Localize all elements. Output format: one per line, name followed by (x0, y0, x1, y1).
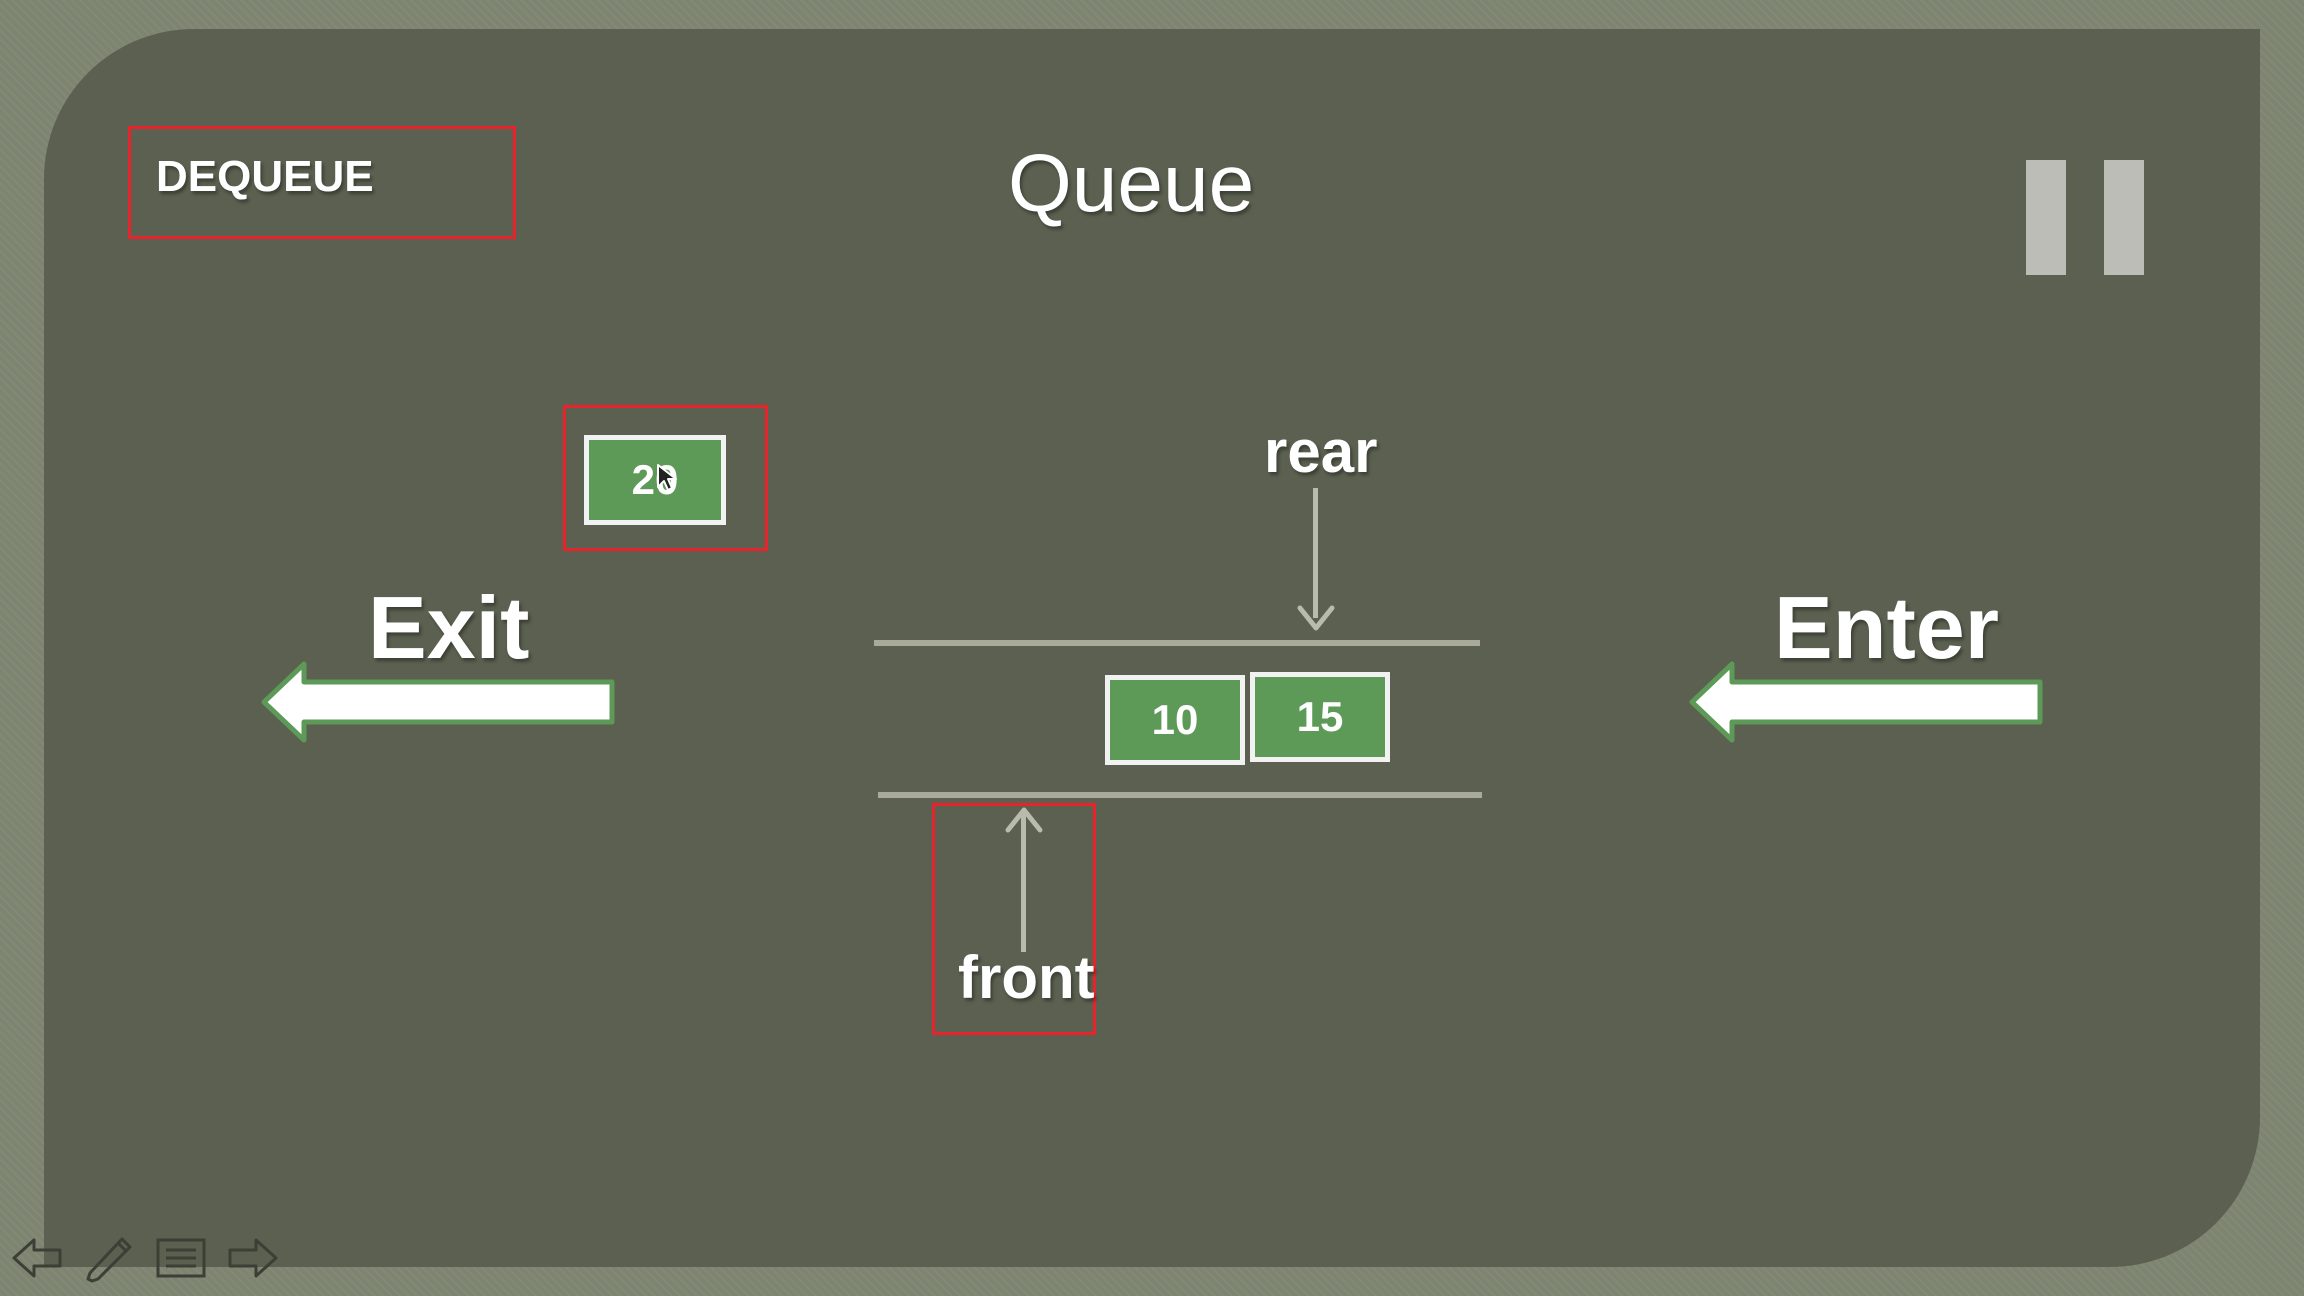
front-label: front (958, 944, 1095, 1011)
cursor-icon (657, 464, 677, 491)
pen-tool-button[interactable] (80, 1230, 138, 1286)
queue-bottom-rail (878, 792, 1482, 798)
front-pointer-line (1021, 812, 1026, 952)
previous-arrow-icon (12, 1238, 62, 1278)
slide (44, 29, 2260, 1267)
front-pointer-arrowhead (1005, 807, 1043, 833)
rear-pointer-arrowhead (1297, 605, 1335, 631)
front-highlight-box (932, 803, 1096, 1035)
queue-value: 15 (1296, 693, 1344, 740)
queue-value: 10 (1151, 696, 1199, 743)
dequeued-element: 20 (584, 435, 726, 525)
enter-arrow (1689, 661, 2043, 743)
queue-top-rail (874, 640, 1480, 646)
queue-cell: 10 (1105, 675, 1245, 765)
menu-icon (156, 1238, 206, 1278)
exit-arrow (261, 661, 615, 743)
rear-label: rear (1264, 418, 1378, 485)
rear-pointer-line (1313, 488, 1318, 618)
pen-icon (86, 1237, 132, 1283)
exit-label: Exit (368, 578, 530, 677)
next-slide-button[interactable] (224, 1230, 282, 1286)
queue-cell: 15 (1250, 672, 1390, 762)
enter-label: Enter (1774, 578, 1999, 677)
dequeued-highlight-box (563, 405, 768, 551)
slide-menu-button[interactable] (152, 1230, 210, 1286)
previous-slide-button[interactable] (8, 1230, 66, 1286)
pause-icon[interactable] (2026, 160, 2144, 276)
next-arrow-icon (228, 1238, 278, 1278)
operation-label: DEQUEUE (156, 152, 374, 201)
operation-highlight-box (128, 126, 516, 239)
slide-title: Queue (1008, 138, 1255, 229)
presentation-toolbar (8, 1230, 282, 1286)
